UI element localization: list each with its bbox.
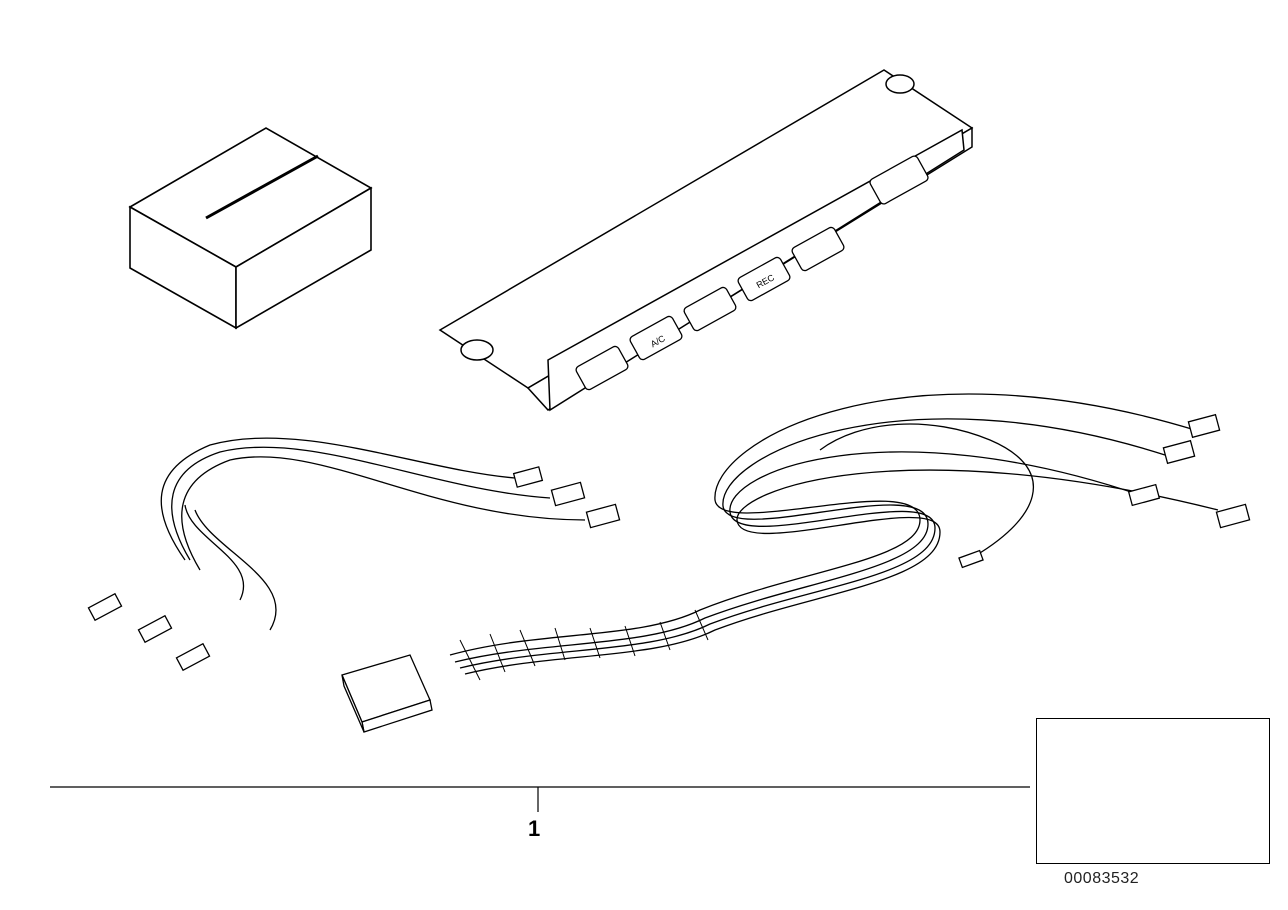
car-thumbnail-frame bbox=[1036, 718, 1270, 864]
cardboard-box-icon bbox=[128, 127, 373, 330]
wire-harness-icon bbox=[341, 393, 1251, 733]
switch-panel-icon bbox=[438, 69, 974, 412]
drawing-code: 00083532 bbox=[1064, 870, 1140, 887]
callout-line bbox=[50, 786, 1030, 812]
wire-harness-icon bbox=[87, 437, 621, 672]
callout-number: 1 bbox=[528, 816, 541, 841]
